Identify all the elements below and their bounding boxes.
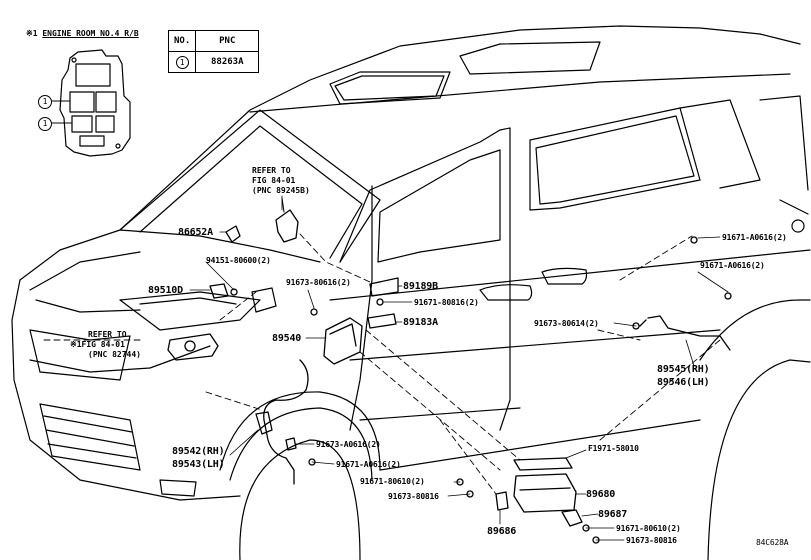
part-label-91671-a0616-middle: 91671-A0616(2) — [700, 261, 765, 270]
table-head-no: NO. — [167, 30, 197, 52]
refer-note-left: REFER TO ※1FIG 84-01 (PNC 82744) — [70, 330, 141, 360]
part-label-89540: 89540 — [272, 333, 302, 344]
engine-room-title: ※1 ENGINE ROOM NO.4 R/B — [26, 29, 139, 39]
callout-bubble-1: 1 — [38, 95, 52, 109]
part-label-91671-80610-right: 91671-80610(2) — [616, 524, 681, 533]
part-label-89183a: 89183A — [403, 317, 438, 328]
engine-room-name: ENGINE ROOM NO.4 R/B — [42, 29, 139, 38]
part-label-89189b: 89189B — [403, 281, 438, 292]
refer-top-line1: REFER TO — [252, 166, 291, 175]
table-row-no: 1 — [175, 55, 189, 69]
refer-left-line1: REFER TO — [88, 330, 127, 339]
refer-left-line2: ※1FIG 84-01 — [70, 340, 141, 350]
part-label-89546-lh: 89546(LH) — [657, 377, 710, 388]
table-head-pnc: PNC — [195, 30, 260, 52]
refer-left-line2-text: FIG 84-01 — [81, 340, 125, 349]
part-label-89680: 89680 — [586, 489, 616, 500]
figure-code: 84C628A — [756, 538, 789, 547]
callout-bubble-1: 1 — [38, 117, 52, 131]
pnc-table: NO. PNC 1 88263A — [167, 30, 260, 73]
part-label-91673-80816-right: 91673-80816 — [626, 536, 677, 545]
table-cell-pnc: 88263A — [195, 51, 260, 73]
table-cell-no: 1 — [167, 51, 197, 73]
refer-left-mark: ※1 — [70, 340, 82, 349]
part-label-89510d: 89510D — [148, 285, 183, 296]
part-label-89543-lh: 89543(LH) — [172, 459, 225, 470]
refer-top-line3: (PNC 89245B) — [252, 186, 310, 195]
part-label-91671-80816: 91671-80816(2) — [414, 298, 479, 307]
part-label-89542-rh: 89542(RH) — [172, 446, 225, 457]
part-label-91671-80610-left: 91671-80610(2) — [360, 477, 425, 486]
part-label-89686: 89686 — [487, 526, 517, 537]
part-label-89687: 89687 — [598, 509, 628, 520]
part-label-91671-a0616-upper: 91671-A0616(2) — [722, 233, 787, 242]
part-label-94151-80600: 94151-80600(2) — [206, 256, 271, 265]
part-label-f1971-58010: F1971-58010 — [588, 444, 639, 453]
engine-room-relay-block — [51, 49, 131, 157]
part-label-89545-rh: 89545(RH) — [657, 364, 710, 375]
part-label-91673-80614: 91673-80614(2) — [534, 319, 599, 328]
dashed-routing — [39, 233, 721, 495]
refer-top-line2: FIG 84-01 — [252, 176, 296, 185]
table-row: NO. PNC — [167, 30, 260, 52]
part-label-91671-a0616-lower: 91671-A0616(2) — [336, 460, 401, 469]
table-row: 1 88263A — [167, 51, 260, 73]
part-label-86652a: 86652A — [178, 227, 213, 238]
refer-left-line3: (PNC 82744) — [88, 350, 141, 359]
part-label-91673-80616: 91673-80616(2) — [286, 278, 351, 287]
parts-art — [167, 197, 732, 544]
refer-note-top: REFER TO FIG 84-01 (PNC 89245B) — [252, 166, 310, 196]
part-label-91673-80816-left: 91673-80816 — [388, 492, 439, 501]
leader-lines — [189, 195, 729, 541]
part-label-91673-a0616: 91673-A0616(2) — [316, 440, 381, 449]
engine-room-mark: ※1 — [26, 29, 38, 38]
